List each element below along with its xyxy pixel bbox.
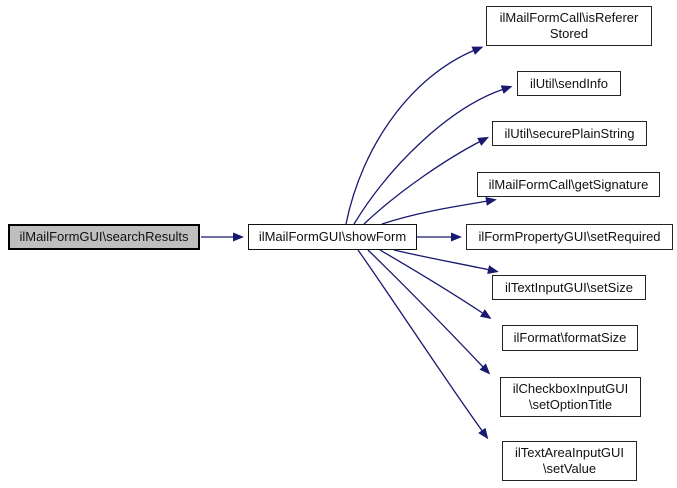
node-setrequired-label: ilFormPropertyGUI\setRequired (478, 229, 661, 244)
node-setoptiontitle[interactable]: ilCheckboxInputGUI \setOptionTitle (500, 377, 641, 417)
node-isrefererstored-label-line1: ilMailFormCall\isReferer (499, 10, 639, 25)
edge-showForm-setValue (357, 249, 489, 440)
node-searchresults: ilMailFormGUI\searchResults (8, 224, 200, 250)
edge-showForm-isRefererStored (345, 46, 484, 225)
node-isrefererstored[interactable]: ilMailFormCall\isReferer Stored (486, 6, 652, 46)
node-formatsize-label: ilFormat\formatSize (513, 330, 627, 345)
node-searchresults-label: ilMailFormGUI\searchResults (19, 229, 189, 244)
node-setsize-label: ilTextInputGUI\setSize (505, 279, 633, 295)
node-setvalue-label-line1: ilTextAreaInputGUI (514, 445, 625, 460)
node-setvalue-label-line2: \setValue (542, 461, 597, 476)
edge-showForm-sendInfo (353, 85, 513, 225)
edge-showForm-getSignature (381, 196, 497, 225)
node-setoptiontitle-label-line1: ilCheckboxInputGUI (512, 381, 629, 396)
node-setsize[interactable]: ilTextInputGUI\setSize (492, 275, 646, 300)
edge-showForm-formatSize (379, 249, 492, 319)
node-getsignature[interactable]: ilMailFormCall\getSignature (477, 172, 660, 197)
node-sendinfo-label: ilUtil\sendInfo (529, 75, 609, 91)
node-setoptiontitle-label-line2: \setOptionTitle (528, 397, 613, 412)
node-getsignature-label: ilMailFormCall\getSignature (488, 176, 649, 192)
edge-showForm-setOptionTitle (367, 249, 491, 375)
node-setrequired[interactable]: ilFormPropertyGUI\setRequired (466, 224, 673, 250)
node-showform-label: ilMailFormGUI\showForm (258, 229, 407, 244)
node-isrefererstored-label-line2: Stored (549, 26, 589, 41)
node-secureplainstring[interactable]: ilUtil\securePlainString (492, 121, 647, 146)
edge-showForm-setSize (393, 249, 499, 274)
edge-showForm-securePlainString (363, 136, 490, 225)
node-showform[interactable]: ilMailFormGUI\showForm (248, 224, 417, 250)
node-secureplainstring-label: ilUtil\securePlainString (504, 125, 635, 141)
node-sendinfo[interactable]: ilUtil\sendInfo (517, 71, 621, 96)
node-setvalue[interactable]: ilTextAreaInputGUI \setValue (502, 441, 637, 481)
node-formatsize[interactable]: ilFormat\formatSize (502, 325, 638, 351)
